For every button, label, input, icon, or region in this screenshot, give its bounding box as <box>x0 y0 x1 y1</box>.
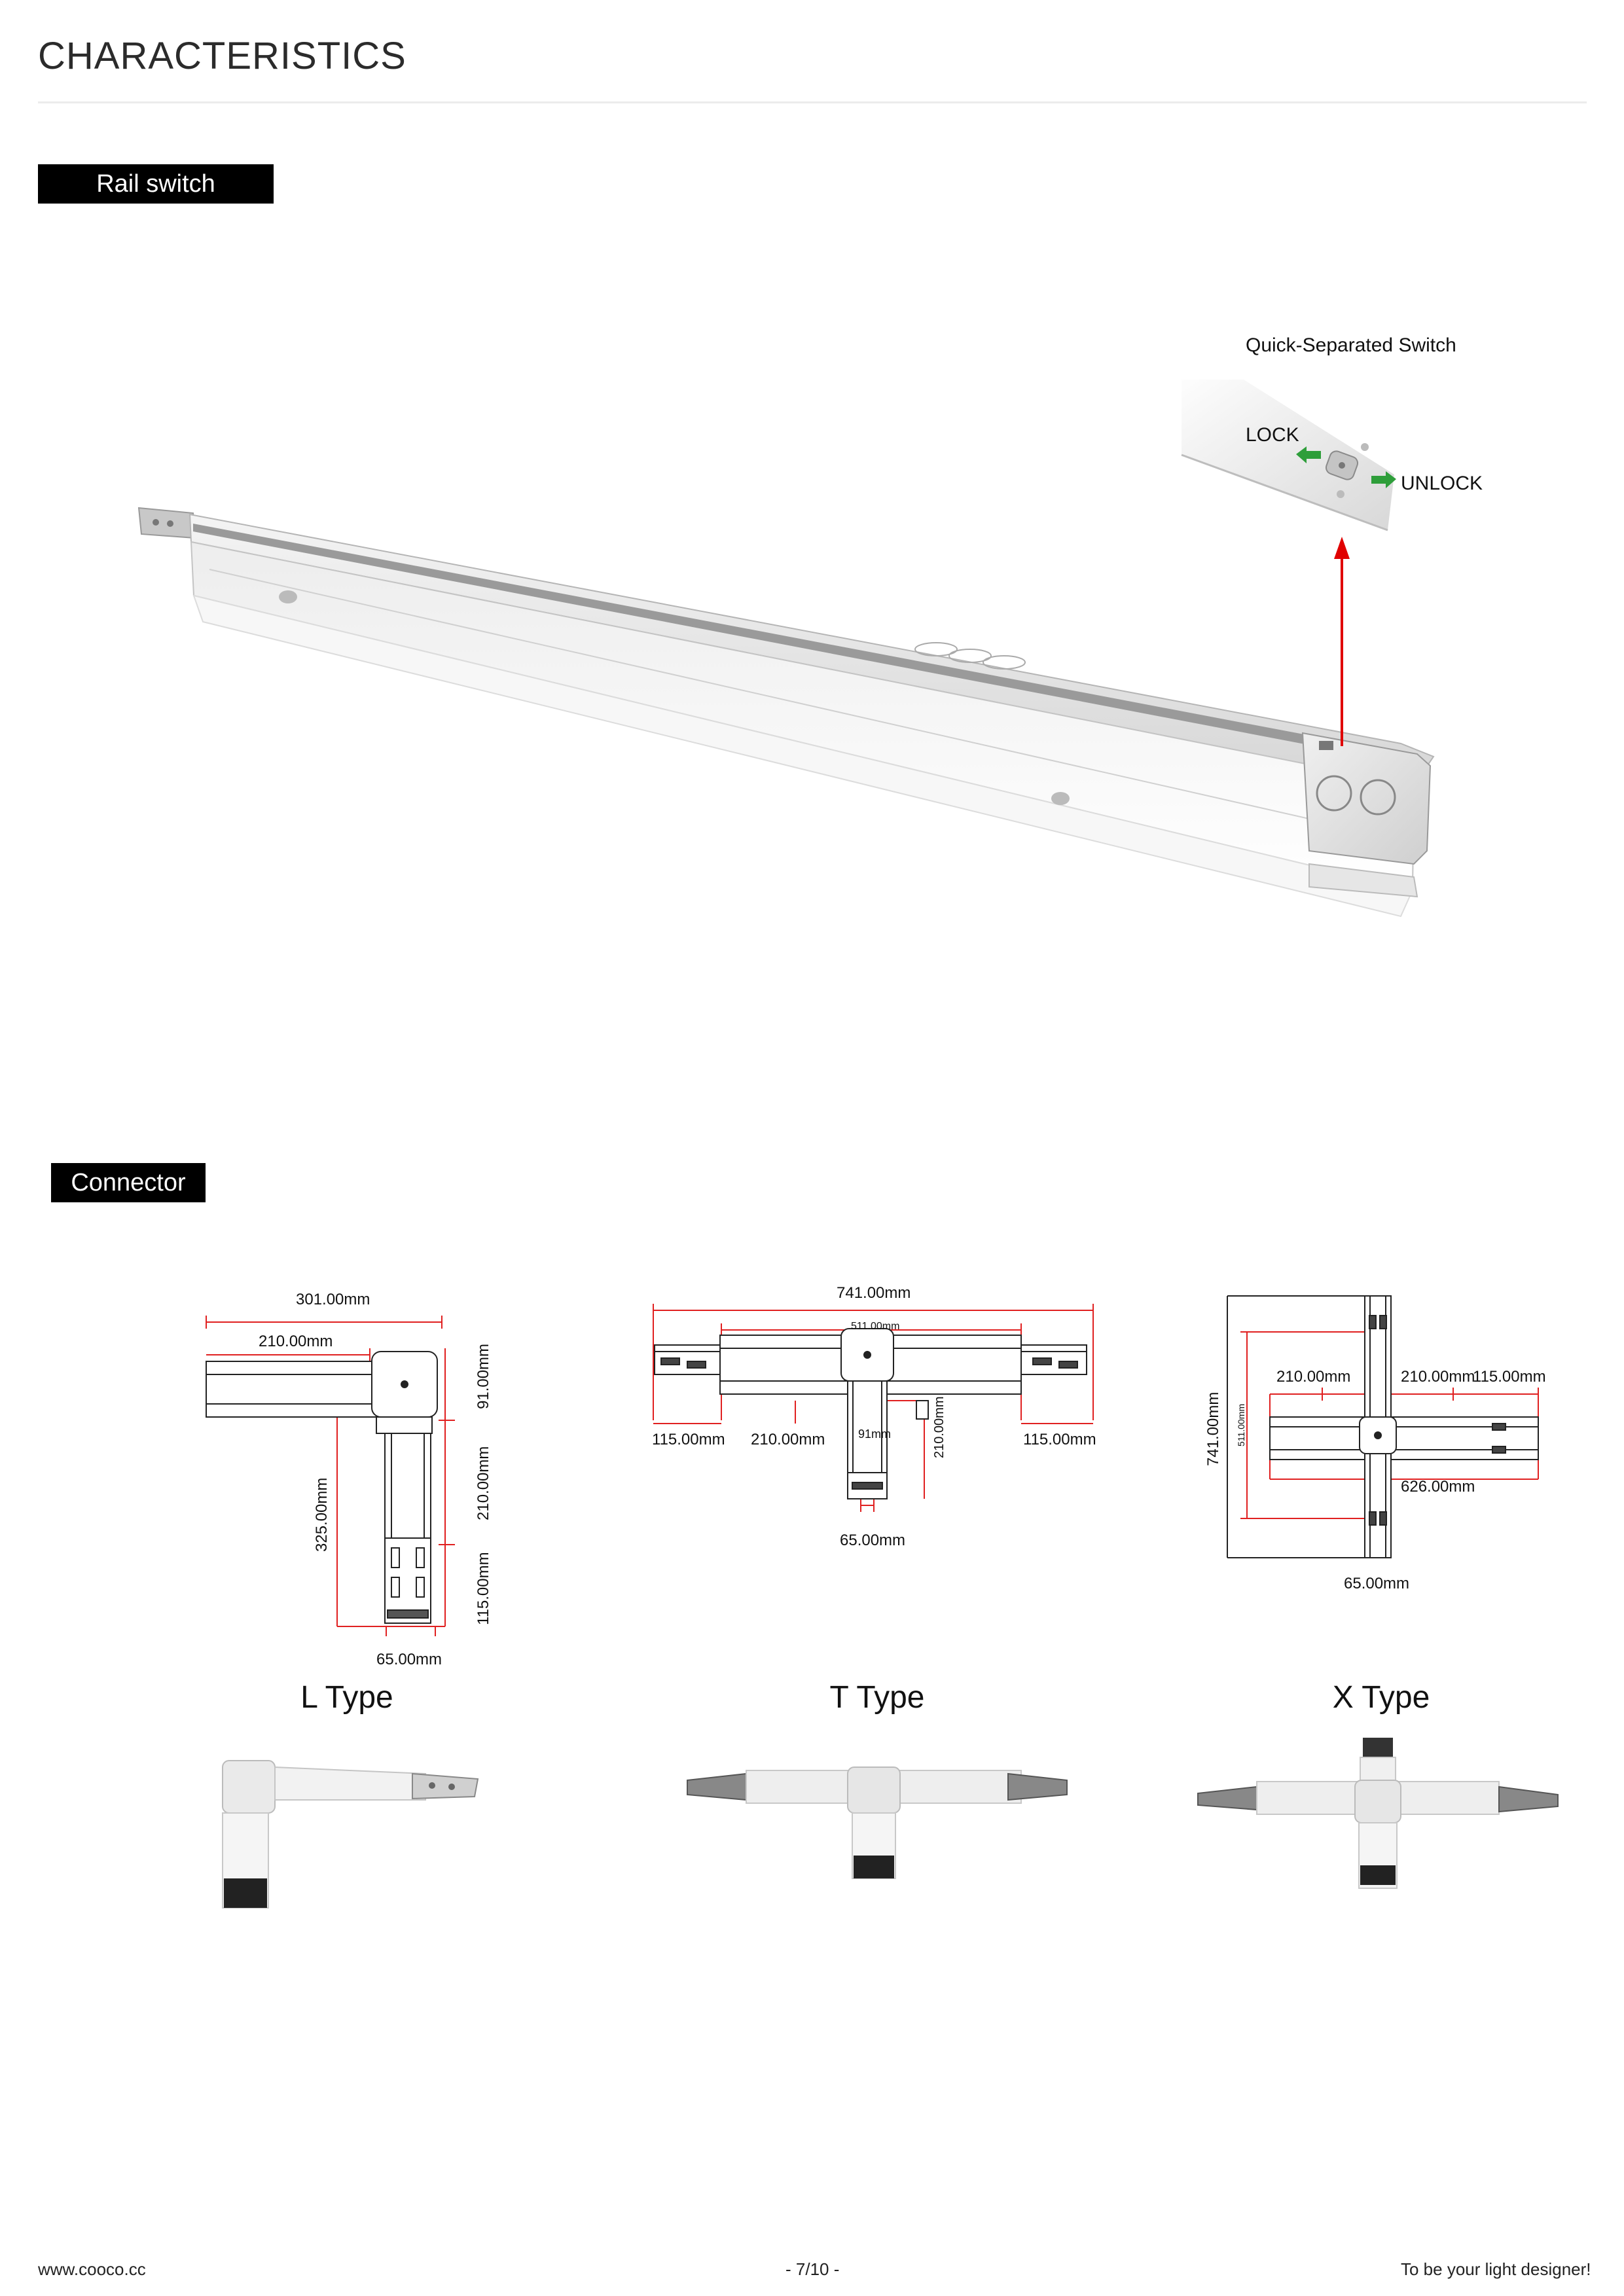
unlock-label: UNLOCK <box>1401 473 1483 494</box>
x-type-product-image <box>1197 1738 1559 1889</box>
x-dim-right-outer: 115.00mm <box>1473 1368 1546 1386</box>
switch-closeup-image <box>1181 380 1394 531</box>
x-dim-bottom: 65.00mm <box>1344 1575 1410 1592</box>
rail-product-image <box>137 507 1435 918</box>
x-dim-horizontal-bottom: 626.00mm <box>1401 1478 1475 1496</box>
l-type-drawing <box>206 1316 455 1636</box>
t-dim-bottom: 65.00mm <box>840 1532 906 1549</box>
l-dim-left: 325.00mm <box>313 1477 331 1552</box>
section-tag-connector: Connector <box>51 1163 206 1202</box>
title-divider <box>38 101 1587 103</box>
section-tag-rail-switch: Rail switch <box>38 164 274 204</box>
l-dim-right-top: 91.00mm <box>475 1343 492 1409</box>
footer-website: www.cooco.cc <box>38 2259 146 2279</box>
x-dim-vertical-total: 741.00mm <box>1204 1391 1222 1466</box>
t-dim-stem: 210.00mm <box>932 1396 947 1459</box>
l-dim-top-inner: 210.00mm <box>259 1333 333 1350</box>
unlock-arrow-icon <box>1371 471 1396 488</box>
t-dim-top-inner: 511.00mm <box>851 1321 900 1332</box>
t-dim-stem-small: 91mm <box>858 1427 892 1441</box>
x-type-label: X Type <box>1332 1680 1430 1715</box>
l-dim-bottom: 65.00mm <box>376 1651 442 1668</box>
callout-title: Quick-Separated Switch <box>1246 334 1456 356</box>
t-type-product-image <box>687 1767 1068 1879</box>
t-type-label: T Type <box>829 1680 925 1715</box>
t-dim-left-inner: 210.00mm <box>751 1431 825 1448</box>
lock-label: LOCK <box>1246 424 1299 446</box>
page-title: CHARACTERISTICS <box>38 35 406 77</box>
footer-slogan: To be your light designer! <box>1401 2259 1591 2279</box>
footer-page-number: - 7/10 - <box>785 2259 840 2279</box>
t-dim-right-outer: 115.00mm <box>1023 1431 1096 1448</box>
x-type-drawing <box>1227 1295 1539 1558</box>
t-dim-left-outer: 115.00mm <box>652 1431 725 1448</box>
l-type-product-image <box>222 1760 479 1909</box>
t-dim-top-total: 741.00mm <box>837 1284 911 1302</box>
l-dim-right-bottom: 115.00mm <box>475 1552 492 1625</box>
l-dim-right-mid: 210.00mm <box>475 1446 492 1520</box>
t-type-drawing <box>653 1304 1094 1512</box>
lock-arrow-icon <box>1296 446 1321 463</box>
l-dim-top-total: 301.00mm <box>296 1291 370 1308</box>
x-dim-left-inner: 210.00mm <box>1276 1368 1351 1386</box>
x-dim-right-inner: 210.00mm <box>1401 1368 1475 1386</box>
l-type-label: L Type <box>300 1680 393 1715</box>
callout-arrow <box>1334 537 1350 746</box>
x-dim-vertical-inner: 511.00mm <box>1236 1403 1246 1446</box>
